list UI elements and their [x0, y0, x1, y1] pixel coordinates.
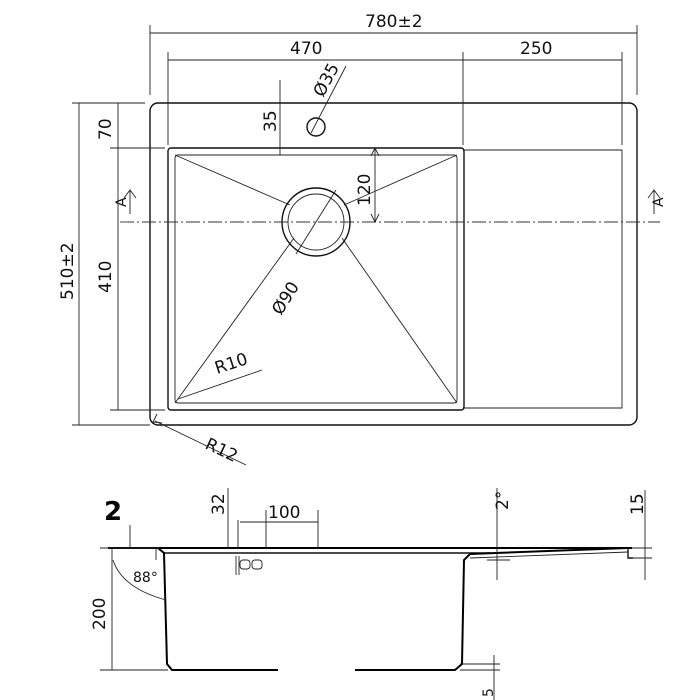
inner-radius-leader: [177, 369, 263, 400]
fold-line-br: [341, 237, 458, 404]
section-view-label: 2: [104, 497, 122, 527]
fold-line-tl: [174, 154, 291, 206]
inner-radius-label: R10: [212, 349, 250, 378]
sink-outer-outline: [149, 102, 638, 426]
slope-label: 2°: [493, 491, 513, 510]
right-edge-fold: [627, 548, 633, 559]
top-margin-label: 70: [96, 118, 116, 140]
bowl-outer: [167, 147, 465, 411]
section-view: 2 32 100 2° 15: [90, 488, 652, 700]
fold-line-bl: [174, 237, 295, 404]
top-view: A A 780±2 470 250 Ø35 35 70 510±2 410: [58, 12, 667, 467]
wall-angle-label: 88°: [133, 570, 158, 586]
section-mark-left: A: [114, 197, 130, 207]
drain-diameter-line: [295, 189, 337, 255]
fold-line-tr: [343, 154, 458, 206]
rim-thickness-label: 32: [209, 493, 229, 515]
wall-angle-arc: [112, 559, 167, 601]
left-wall: [157, 547, 278, 671]
drain-diameter-label: Ø90: [268, 278, 304, 318]
overflow-slots: [235, 556, 263, 575]
section-mark-right: A: [651, 197, 667, 207]
section-arrow-left: [123, 189, 137, 214]
drainboard-outline: [463, 149, 623, 409]
drain-offset-label: 120: [355, 174, 375, 206]
bottom-step-label: 5: [481, 688, 497, 697]
bowl-inner: [174, 154, 458, 404]
tap-hole-leader: [310, 65, 347, 134]
right-wall: [355, 547, 629, 671]
outer-radius-label: R12: [202, 434, 241, 466]
drainboard-width-label: 250: [520, 39, 552, 59]
tap-hole: [306, 117, 326, 137]
tap-offset-label: 35: [261, 110, 281, 132]
bowl-depth-label: 410: [96, 261, 116, 293]
overflow-length-label: 100: [268, 503, 300, 523]
outer-radius-leader: [154, 420, 247, 466]
edge-height-label: 15: [628, 493, 648, 515]
section-arrow-right: [647, 189, 661, 214]
bowl-width-label: 470: [290, 39, 322, 59]
overall-depth-label: 510±2: [58, 242, 78, 300]
overall-width-label: 780±2: [365, 12, 423, 32]
bowl-height-label: 200: [90, 598, 110, 630]
